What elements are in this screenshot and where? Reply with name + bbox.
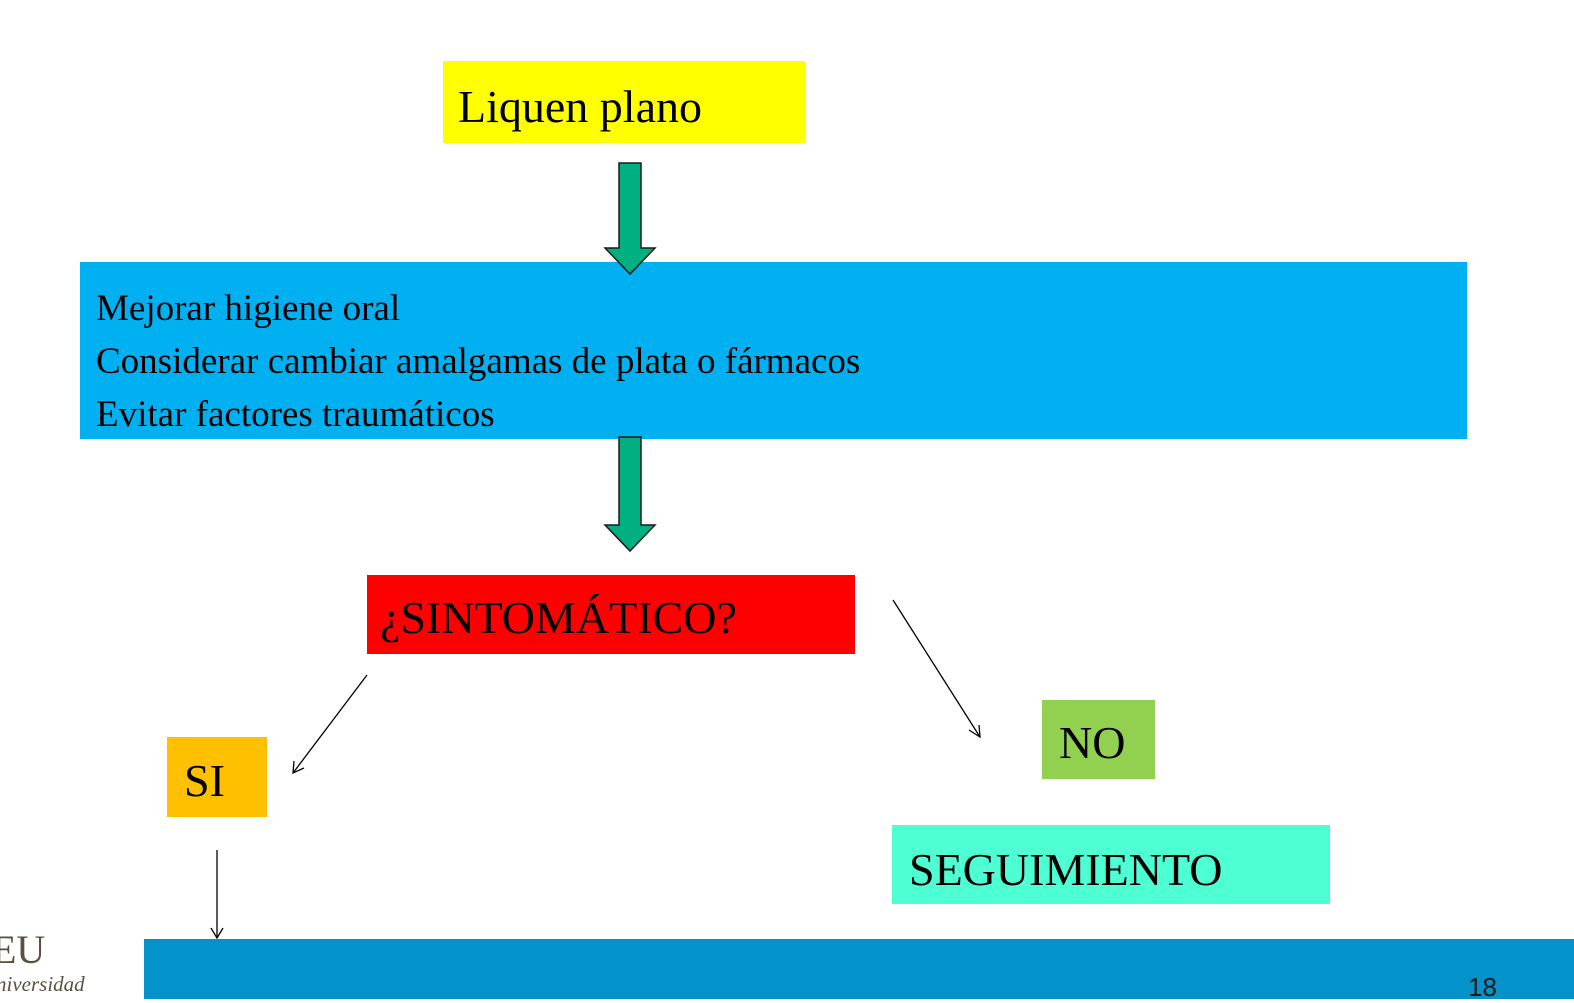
node-no: NO (1042, 700, 1155, 779)
node-measures: Mejorar higiene oral Considerar cambiar … (80, 262, 1467, 439)
arrow-to-no (892, 599, 981, 739)
measure-item: Evitar factores traumáticos (96, 394, 495, 435)
node-seguimiento: SEGUIMIENTO (892, 825, 1330, 904)
block-arrow-down-2 (603, 436, 657, 553)
university-logo: EU (0, 927, 46, 972)
node-si: SI (167, 737, 267, 817)
footer-bar (144, 939, 1574, 999)
measure-item: Considerar cambiar amalgamas de plata o … (96, 341, 861, 382)
page-number: 18 (1468, 972, 1497, 1002)
node-sintomatico-label: ¿SINTOMÁTICO? (380, 592, 737, 643)
node-si-label: SI (184, 755, 225, 806)
node-seguimiento-label: SEGUIMIENTO (909, 844, 1223, 895)
measure-item: Mejorar higiene oral (96, 288, 401, 329)
university-logo-subtext: niversidad (0, 972, 85, 996)
arrow-from-si-down (210, 850, 224, 940)
node-no-label: NO (1059, 717, 1126, 768)
node-liquen-plano-label: Liquen plano (458, 81, 702, 132)
node-sintomatico-question: ¿SINTOMÁTICO? (367, 575, 855, 654)
node-liquen-plano: Liquen plano (443, 61, 805, 143)
arrow-to-si (292, 674, 368, 775)
block-arrow-down-1 (603, 162, 657, 276)
